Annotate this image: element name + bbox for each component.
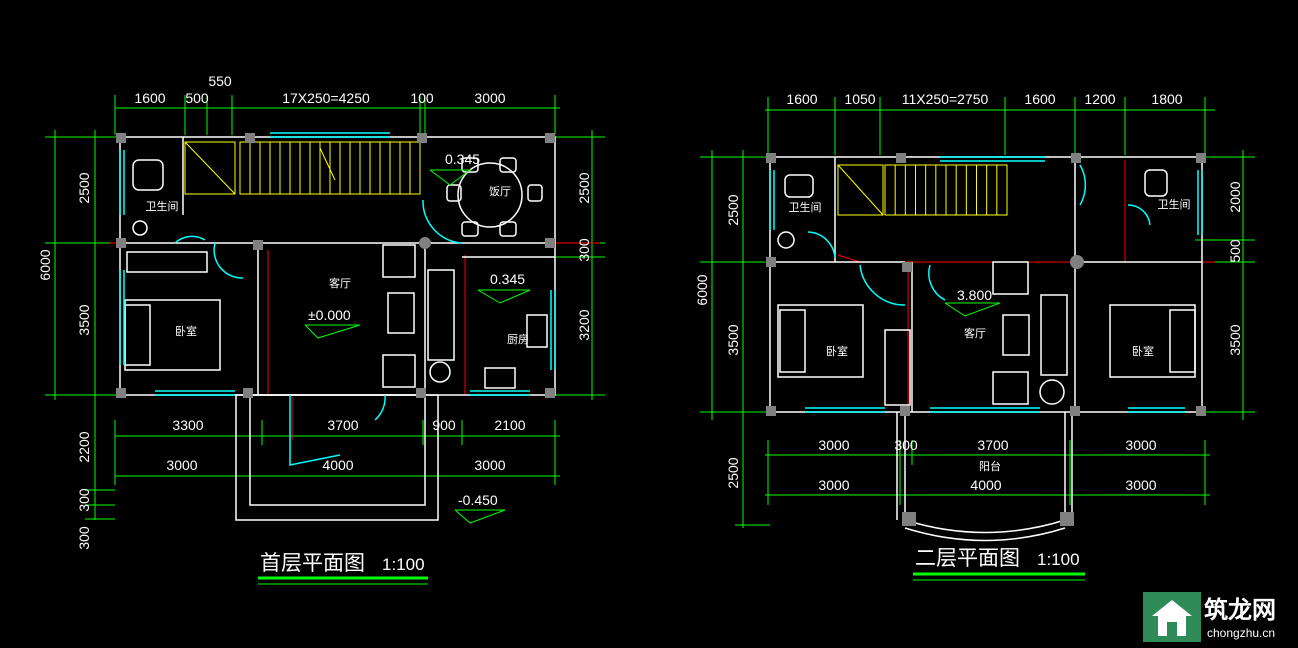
plan2-dimension-lines	[700, 97, 1255, 528]
plan1-room-bedroom: 卧室	[175, 324, 197, 338]
plan2-left-dim-1: 2500	[725, 194, 741, 225]
plan1-level-living: ±0.000	[308, 307, 351, 323]
second-floor-plan: 1600 1050 11X250=2750 1600 1200 1800 600…	[694, 91, 1255, 581]
plan1-top-dim-4: 17X250=4250	[282, 90, 370, 106]
plan2-stairs	[837, 164, 1008, 216]
plan1-bottom-dim-3: 900	[432, 417, 456, 433]
plan2-right-dim-1: 2000	[1227, 181, 1243, 212]
plan2-room-toilet-left: 卫生间	[789, 200, 822, 214]
plan2-title: 二层平面图	[915, 546, 1020, 570]
plan2-walls	[769, 156, 1203, 542]
plan1-right-dim-1: 2500	[576, 172, 592, 203]
watermark-url: chongzhu.cn	[1207, 626, 1275, 640]
plan2-top-dim-1: 1600	[786, 91, 817, 107]
plan2-left-dim-total: 6000	[694, 274, 710, 305]
plan1-top-dim-6: 3000	[474, 90, 505, 106]
plan2-windows	[769, 156, 1203, 413]
plan1-level-outdoor: -0.450	[458, 492, 498, 508]
plan1-title: 首层平面图	[260, 551, 365, 575]
plan1-right-dim-2: 300	[576, 238, 592, 262]
plan1-left-dim-2: 3500	[76, 304, 92, 335]
plan1-bottom-dim-7: 3000	[474, 457, 505, 473]
plan2-level-markers	[944, 302, 1001, 317]
plan1-level-kitchen: 0.345	[490, 271, 525, 287]
plan2-bottom-dim-3: 3700	[977, 437, 1008, 453]
plan1-room-dining: 饭厅	[489, 185, 511, 198]
plan2-bottom-dim-2: 300	[894, 437, 918, 453]
plan1-scale: 1:100	[382, 555, 425, 574]
plan1-top-dim-2: 500	[185, 90, 209, 106]
plan2-stair-treads	[894, 165, 998, 215]
plan2-top-dim-4: 1600	[1024, 91, 1055, 107]
watermark: 筑龙网 chongzhu.cn	[1143, 592, 1276, 642]
plan1-bottom-dim-4: 2100	[494, 417, 525, 433]
plan2-bottom-dim-5: 3000	[818, 477, 849, 493]
plan2-top-dim-2: 1050	[844, 91, 875, 107]
ground-floor-plan: 1600 500 550 17X250=4250 100 3000 6000 2…	[37, 73, 605, 585]
plan2-top-dim-5: 1200	[1084, 91, 1115, 107]
plan1-walls	[119, 136, 556, 521]
plan1-room-kitchen: 厨房	[507, 333, 529, 346]
plan1-windows	[119, 132, 556, 466]
plan1-bottom-dim-2: 3700	[327, 417, 358, 433]
plan2-room-bedroom-right: 卧室	[1132, 344, 1154, 358]
plan1-level-dining: 0.345	[445, 151, 480, 167]
plan1-bottom-dim-5: 3000	[166, 457, 197, 473]
plan2-axis-lines	[765, 160, 1215, 410]
plan1-bottom-dim-1: 3300	[172, 417, 203, 433]
plan2-right-dim-2: 500	[1227, 239, 1243, 263]
plan2-top-dim-3: 11X250=2750	[902, 91, 989, 107]
house-icon	[1152, 600, 1192, 636]
plan1-right-dim-3: 3200	[576, 309, 592, 340]
plan1-room-toilet: 卫生间	[146, 199, 179, 213]
plan2-columns	[766, 153, 1206, 526]
plan1-room-living: 客厅	[329, 276, 351, 290]
plan1-left-dim-4: 300	[76, 488, 92, 512]
plan2-bottom-dim-1: 3000	[818, 437, 849, 453]
plan2-level-living: 3.800	[957, 287, 992, 303]
plan2-bottom-dim-4: 3000	[1125, 437, 1156, 453]
plan2-room-balcony: 阳台	[979, 459, 1001, 473]
plan2-scale: 1:100	[1037, 550, 1080, 569]
plan1-left-dim-1: 2500	[76, 172, 92, 203]
plan1-top-dim-3: 550	[208, 73, 232, 89]
plan1-stair-treads	[249, 142, 411, 194]
plan2-room-toilet-right: 卫生间	[1158, 197, 1191, 211]
plan2-left-dim-3: 2500	[725, 457, 741, 488]
watermark-logo-text: 筑龙网	[1204, 595, 1276, 624]
plan1-top-dim-5: 100	[410, 90, 434, 106]
plan1-left-dim-total: 6000	[37, 249, 53, 280]
plan2-right-dim-3: 3500	[1227, 324, 1243, 355]
plan1-columns	[116, 133, 555, 398]
plan1-left-dim-3: 2200	[76, 431, 92, 462]
plan2-bottom-dim-7: 3000	[1125, 477, 1156, 493]
plan1-level-markers	[304, 169, 531, 524]
plan1-stairs	[184, 141, 421, 195]
plan2-top-dim-6: 1800	[1151, 91, 1182, 107]
plan1-left-dim-5: 300	[76, 526, 92, 550]
plan2-left-dim-2: 3500	[725, 324, 741, 355]
plan2-room-bedroom-left: 卧室	[826, 344, 848, 358]
plan1-dimension-lines	[45, 95, 605, 520]
plan2-room-living: 客厅	[964, 326, 986, 340]
plan1-bottom-dim-6: 4000	[322, 457, 353, 473]
plan1-top-dim-1: 1600	[134, 90, 165, 106]
plan2-bottom-dim-6: 4000	[970, 477, 1001, 493]
